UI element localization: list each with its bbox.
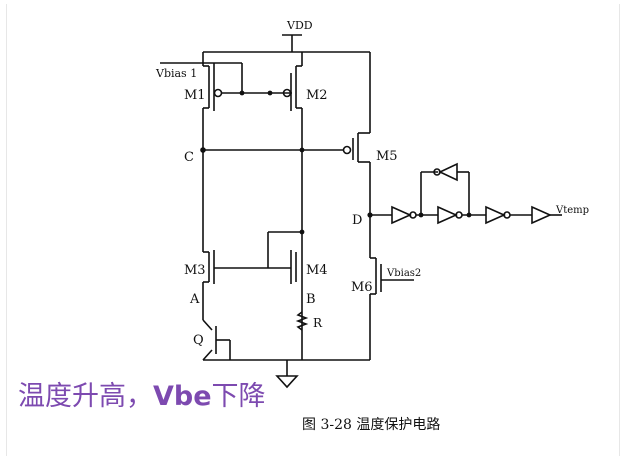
node-b-label: B <box>306 292 316 307</box>
output-buffer: Vtemp <box>531 205 589 225</box>
inverter-2 <box>437 205 486 225</box>
annotation-part2: Vbe <box>153 381 212 412</box>
m6-label: M6 <box>351 280 373 295</box>
node-c-label: C <box>184 150 194 165</box>
figure-frame <box>6 4 620 456</box>
m4-label: M4 <box>306 263 328 278</box>
ground <box>275 359 370 389</box>
annotation-part1: 温度升高， <box>18 381 153 412</box>
r-label: R <box>313 316 323 330</box>
node-d-label: D <box>352 213 362 228</box>
m5-label: M5 <box>376 149 398 164</box>
inverter-1 <box>391 205 438 225</box>
vtemp-label: Vtemp <box>555 205 589 216</box>
m3-label: M3 <box>184 263 206 278</box>
node-a-label: A <box>189 292 200 307</box>
m1-label: M1 <box>184 88 206 103</box>
transistor-m3: M3 <box>184 250 291 320</box>
resistor-r: R <box>295 311 323 331</box>
transistor-m4: M4 <box>267 229 328 284</box>
transistor-m2: M2 <box>267 52 328 360</box>
vdd-label: VDD <box>286 19 313 32</box>
annotation-text: 温度升高，Vbe下降 <box>18 374 266 413</box>
m2-label: M2 <box>306 88 328 103</box>
vdd-supply: VDD <box>282 19 313 52</box>
node-c: C <box>184 147 343 165</box>
node-d: D <box>352 212 392 228</box>
transistor-m1: M1 Vbias 1 <box>155 52 292 150</box>
inverter-3 <box>485 205 532 225</box>
annotation-part3: 下降 <box>211 381 266 412</box>
feedback-inverter <box>420 162 470 215</box>
bjt-q: Q <box>193 319 302 361</box>
transistor-m6: M6 Vbias2 <box>351 257 421 360</box>
vbias2-label: Vbias2 <box>386 268 421 279</box>
vbias1-label: Vbias 1 <box>155 67 197 80</box>
transistor-m5: M5 <box>342 52 398 258</box>
q-label: Q <box>193 333 204 348</box>
figure-caption: 图 3-28 温度保护电路 <box>302 417 441 433</box>
